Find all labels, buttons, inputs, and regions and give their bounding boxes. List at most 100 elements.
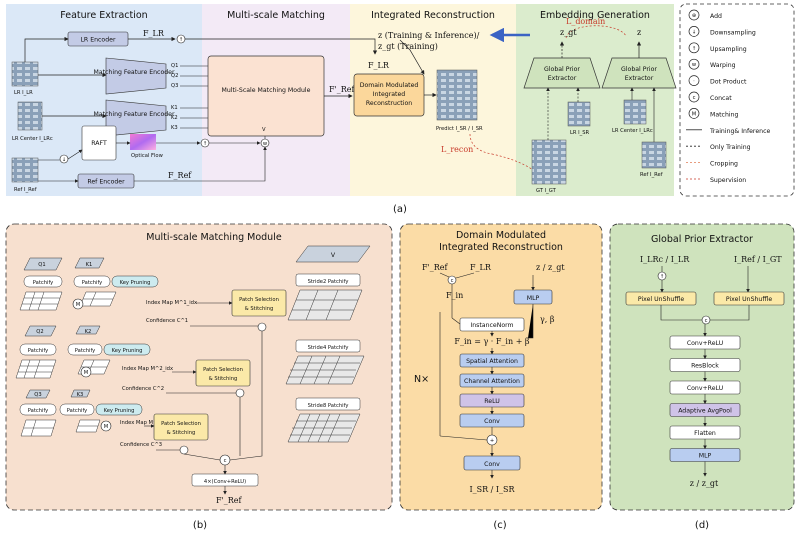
c-z: z / z_gt — [536, 263, 565, 272]
ref-encoder-label: Ref Encoder — [87, 179, 125, 186]
legend-glyph-1: ↓ — [692, 29, 696, 35]
legend-text-5: Concat — [710, 95, 732, 102]
d-block-label-5: MLP — [699, 453, 712, 460]
lr-isr-image — [567, 101, 591, 127]
gt-label: GT I_GT — [536, 188, 557, 194]
k1-token: K1 — [86, 262, 93, 268]
caption-d: (d) — [695, 520, 709, 531]
lr-isr-label: LR I_SR — [570, 130, 590, 136]
stride4: Stride4 Patchify — [308, 345, 349, 351]
confidence-2: Confidence C^2 — [122, 386, 164, 392]
c-equation: F_in = γ · F_in + β — [454, 337, 530, 346]
patchify-1q: Patchify — [33, 280, 54, 286]
z-line-2: z_gt (Training) — [378, 42, 438, 51]
legend-text-8: Only Training — [710, 144, 751, 151]
z-label: z — [637, 28, 641, 37]
gpe-right-block — [601, 57, 677, 89]
patch-sel-2a: Patch Selection — [203, 367, 243, 373]
legend-text-3: Warping — [710, 62, 736, 69]
panel-a: Feature Extraction Multi-scale Matching … — [6, 3, 795, 215]
d-unshuffle-right: Pixel UnShuffle — [726, 296, 772, 303]
patchify-1k: Patchify — [82, 280, 103, 286]
index-map-2: Index Map M^2_idx — [122, 366, 173, 372]
optical-flow-label: Optical Flow — [131, 153, 164, 159]
gpe-left-block — [523, 57, 601, 89]
legend-text-7: Training& Inference — [709, 128, 770, 135]
section-integrated-reconstruction: Integrated Reconstruction — [371, 10, 495, 21]
c-block-label-3: ReLU — [484, 398, 500, 405]
msmm-label: Multi-Scale Matching Module — [222, 87, 311, 94]
c-f-lr: F_LR — [470, 263, 492, 272]
q3-label: Q3 — [171, 83, 178, 89]
d-in-right: I_Ref / I_GT — [734, 255, 782, 264]
matching-encoder-q — [105, 57, 167, 95]
patch-sel-3a: Patch Selection — [161, 421, 201, 427]
legend-glyph-0: ⊕ — [692, 13, 696, 19]
panel-c-title-2: Integrated Reconstruction — [439, 242, 563, 253]
gpe-left-label-1: Global Prior — [544, 66, 580, 73]
matching-encoder-k — [105, 99, 167, 137]
legend-symbol-2 — [688, 42, 700, 54]
stride8: Stride8 Patchify — [308, 403, 349, 409]
lr-encoder-label: LR Encoder — [80, 37, 115, 44]
index-map-1: Index Map M^1_idx — [146, 300, 197, 306]
lr-center-label-2: LR Center I_LRc — [612, 128, 653, 134]
gpe-right-label-2: Extractor — [625, 75, 654, 82]
raft-label: RAFT — [91, 140, 107, 147]
l-domain-label: L_domain — [566, 17, 605, 26]
lr-center-image — [17, 101, 43, 131]
legend-text-4: Dot Product — [710, 79, 747, 86]
key-pruning-3: Key Pruning — [104, 408, 135, 414]
q3-token: Q3 — [34, 392, 41, 398]
legend-symbol-4 — [688, 75, 700, 86]
legend-glyph-2: ↑ — [692, 46, 696, 52]
section-embedding-generation: Embedding Generation — [540, 10, 650, 21]
q2-token: Q2 — [36, 329, 43, 335]
stride2: Stride2 Patchify — [308, 279, 349, 285]
svg-text:↑: ↑ — [179, 37, 183, 43]
k3-label: K3 — [171, 125, 178, 131]
matching-encoder-q-label: Matching Feature Encoder — [93, 69, 175, 76]
q1-label: Q1 — [171, 63, 178, 69]
c-out: I_SR / I_SR — [469, 485, 515, 494]
panel-c: Domain Modulated Integrated Reconstructi… — [399, 223, 603, 531]
lr-image — [11, 61, 39, 87]
key-pruning-2: Key Pruning — [112, 348, 143, 354]
c-block-label-2: Channel Attention — [464, 378, 520, 385]
patchify-2q: Patchify — [28, 348, 49, 354]
patch-sel-3b: & Stitching — [167, 430, 196, 436]
c-f-ref: F'_Ref — [422, 263, 449, 272]
c-conv-out: Conv — [484, 461, 500, 468]
gpe-left-label-2: Extractor — [548, 75, 577, 82]
legend-symbol-1 — [688, 26, 700, 37]
svg-text:↑: ↑ — [203, 141, 207, 147]
svg-text:c: c — [224, 458, 227, 464]
lr-image-label: LR I_LR — [14, 90, 33, 96]
conv-relu-4x: 4×(Conv+ReLU) — [204, 479, 246, 485]
q1-token: Q1 — [38, 262, 45, 268]
caption-b: (b) — [193, 520, 207, 531]
legend-symbol-0 — [688, 9, 700, 21]
patchify-3q: Patchify — [28, 408, 49, 414]
section-feature-extraction: Feature Extraction — [60, 10, 147, 21]
ref-iref-image — [641, 141, 667, 169]
legend-text-0: Add — [710, 13, 722, 20]
f-lr-label-2: F_LR — [368, 61, 390, 70]
legend-glyph-6: M — [692, 111, 696, 117]
legend-glyph-4: · — [693, 79, 695, 85]
legend-text-6: Matching — [710, 111, 739, 118]
caption-a: (a) — [393, 204, 407, 215]
d-block-label-1: ResBlock — [691, 363, 719, 370]
lr-center-label: LR Center I_LRc — [12, 136, 53, 142]
optical-flow-image — [130, 134, 156, 150]
confidence-3: Confidence C^3 — [120, 442, 162, 448]
predict-label: Predict I_SR / I_SR — [436, 126, 483, 132]
svg-text:M: M — [104, 424, 108, 430]
z-line-1: z (Training & Inference)/ — [378, 31, 480, 40]
legend-text-2: Upsampling — [710, 46, 747, 53]
svg-text:↓: ↓ — [62, 157, 66, 163]
l-recon-label: L_recon — [441, 145, 473, 154]
q2-label: Q2 — [171, 73, 178, 79]
k2-label: K2 — [171, 115, 178, 121]
